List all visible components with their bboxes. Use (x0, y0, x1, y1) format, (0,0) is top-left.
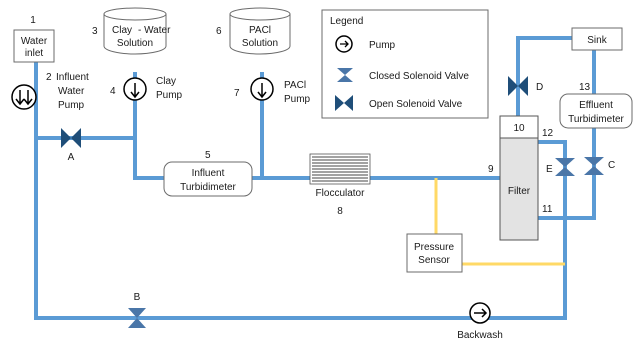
clay-tank-top (103, 7, 167, 21)
filter-inlet-number: 9 (488, 164, 494, 175)
influent-pump-label-3: Pump (58, 100, 85, 111)
closed-valve-icon (584, 157, 604, 175)
clay-pump-arrow-icon (130, 83, 140, 99)
filter-side-number: 12 (542, 128, 554, 139)
legend-pump-label: Pump (369, 40, 396, 51)
pressure-sensor-label-2: Sensor (418, 255, 450, 266)
sink: Sink (571, 27, 623, 51)
legend-title: Legend (330, 16, 363, 27)
bottom-bypass-pipe (34, 60, 567, 320)
clay-water-solution: 3 Clay - Water Solution (92, 7, 171, 55)
filter-overflow-pipe (516, 36, 574, 118)
pacl-tank-top (229, 7, 291, 21)
clay-solution-label-1: Clay (112, 25, 132, 36)
pacl-pump-label-1: PACl (284, 80, 306, 91)
influent-turbidimeter-label-1: Influent (192, 168, 225, 179)
filter-top-number: 10 (513, 123, 525, 134)
pump-arrows-icon (15, 90, 33, 106)
legend-open-valve-label: Open Solenoid Valve (369, 99, 463, 110)
flocculator-number: 8 (337, 206, 343, 217)
clay-pump: 4 Clay Pump (110, 76, 183, 101)
legend-closed-valve-label: Closed Solenoid Valve (369, 71, 469, 82)
influent-pump-icon (11, 84, 37, 110)
clay-pump-number: 4 (110, 86, 116, 97)
clay-solution-number: 3 (92, 26, 98, 37)
backwash-label: Backwash (457, 330, 503, 341)
clay-solution-label-2: Solution (117, 38, 153, 49)
clay-pump-label-2: Pump (156, 90, 183, 101)
valve-c: C (584, 157, 615, 175)
filter: 10 Filter 9 11 12 (488, 115, 554, 241)
pacl-tank-body (229, 14, 291, 55)
legend: Legend Pump Closed Solenoid Valve Open S… (321, 9, 489, 119)
clay-pump-label-1: Clay (156, 76, 176, 87)
influent-turbidimeter-number: 5 (205, 150, 211, 161)
pacl-solution: 6 PACl Solution (216, 7, 291, 55)
closed-valve-icon (555, 158, 575, 176)
sink-label: Sink (587, 35, 607, 46)
influent-turbidimeter-box (163, 161, 253, 197)
effluent-turbidimeter-box (559, 93, 633, 129)
valve-d: D (508, 76, 543, 96)
valve-c-label: C (608, 160, 615, 171)
backwash-pump-arrow-icon (474, 308, 488, 318)
water-inlet: 1 Water inlet (13, 15, 55, 63)
effluent-turbidimeter-label-2: Turbidimeter (568, 114, 624, 125)
filter-headspace (499, 115, 539, 139)
influent-water-pump: 2 Influent Water Pump (11, 72, 89, 111)
valve-b: B (128, 292, 146, 328)
clay-solution-label-1b: - Water (138, 25, 171, 36)
pacl-pump-number: 7 (234, 88, 240, 99)
flocculator: Flocculator 8 (309, 153, 371, 217)
pacl-pump-arrow-icon (257, 83, 267, 99)
valve-a-label: A (68, 152, 75, 163)
filter-label: Filter (508, 186, 531, 197)
pacl-solution-label-2: Solution (242, 38, 278, 49)
pressure-sensor-box (406, 233, 463, 273)
pacl-pump: 7 PACl Pump (234, 77, 311, 105)
influent-turbidimeter-label-2: Turbidimeter (180, 182, 236, 193)
backwash-pump: Backwash (457, 302, 503, 341)
effluent-turbidimeter: 13 Effluent Turbidimeter (559, 82, 633, 129)
filter-bottom-number: 11 (542, 204, 553, 215)
pacl-solution-label-1: PACl (249, 25, 271, 36)
influent-pump-number: 2 (46, 72, 52, 83)
open-valve-icon (61, 128, 81, 148)
valve-b-label: B (134, 292, 141, 303)
valve-e-label: E (546, 164, 553, 175)
valve-a: A (61, 128, 81, 163)
flocculator-label: Flocculator (316, 188, 366, 199)
flocculator-coil-icon (312, 156, 368, 182)
water-inlet-label-2: inlet (25, 48, 44, 59)
influent-pump-label-2: Water (58, 86, 85, 97)
sink-box (571, 27, 623, 51)
pacl-pump-label-2: Pump (284, 94, 311, 105)
closed-valve-icon (128, 308, 146, 328)
open-valve-icon (508, 76, 528, 96)
valve-d-label: D (536, 82, 543, 93)
pipe-network (34, 36, 596, 320)
legend-pump-arrow-icon (340, 40, 349, 48)
pressure-sensor-label-1: Pressure (414, 242, 454, 253)
effluent-turbidimeter-label-1: Effluent (579, 100, 613, 111)
water-inlet-box (13, 29, 55, 63)
influent-turbidimeter: 5 Influent Turbidimeter (163, 150, 253, 197)
pacl-solution-number: 6 (216, 26, 222, 37)
pressure-sensor: Pressure Sensor (406, 233, 463, 273)
water-inlet-number: 1 (30, 15, 36, 26)
legend-closed-valve-icon (337, 68, 353, 82)
effluent-turbidimeter-number: 13 (579, 82, 591, 93)
influent-pump-label-1: Influent (56, 72, 89, 83)
legend-open-valve-icon (335, 95, 353, 111)
valve-e: E (546, 158, 575, 176)
water-inlet-label-1: Water (21, 36, 48, 47)
clay-tank-body (103, 14, 167, 55)
